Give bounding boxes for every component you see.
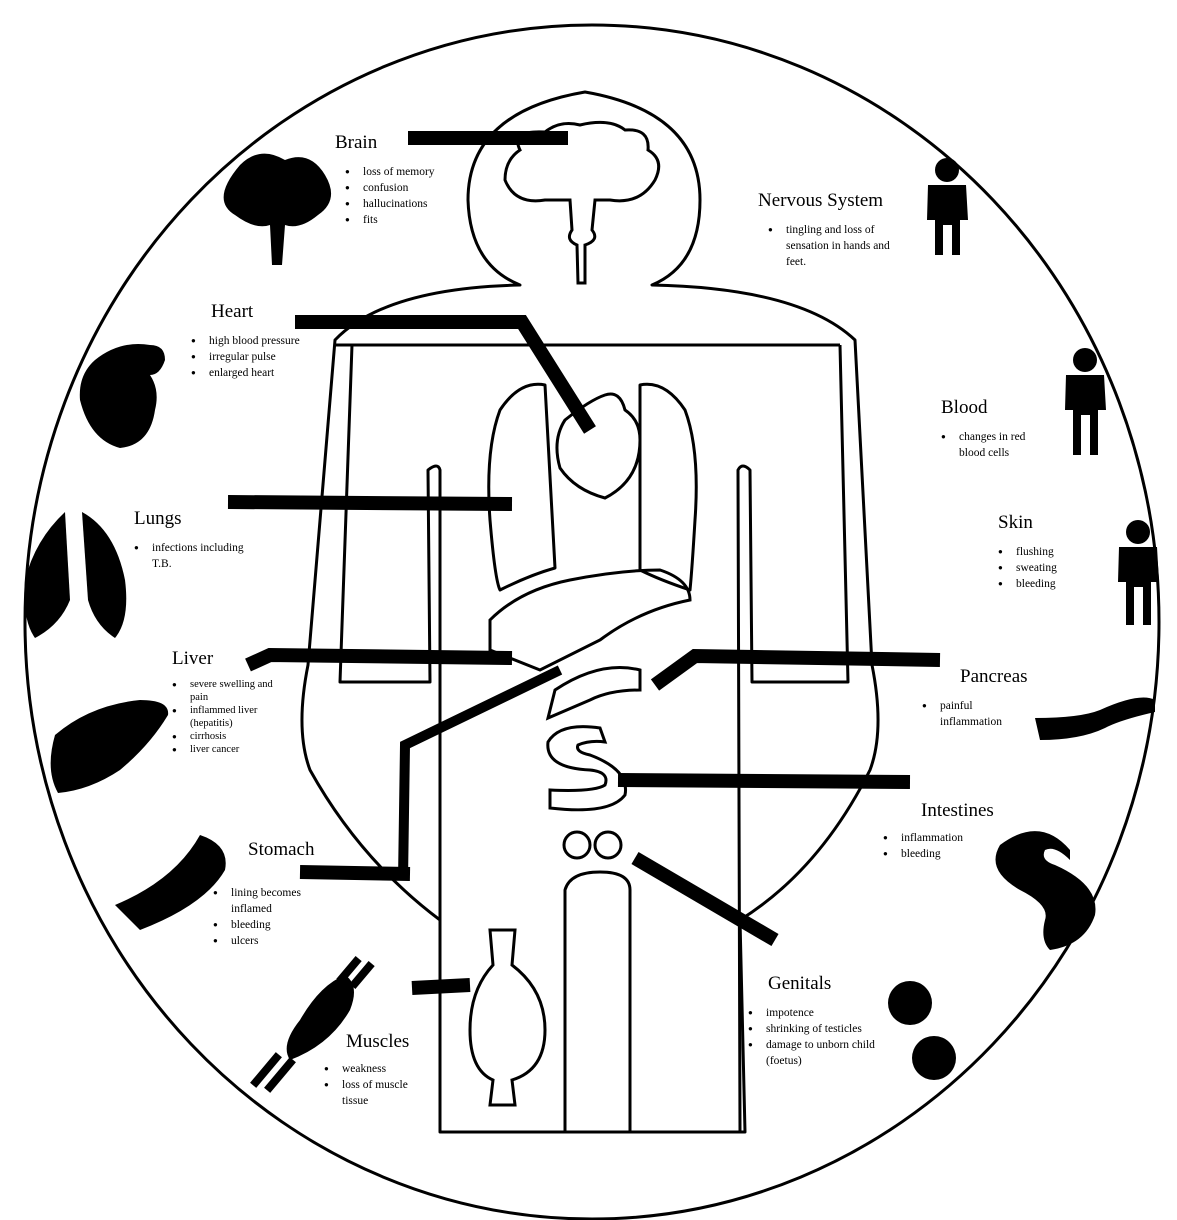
list-item: changes in red blood cells [941, 429, 1051, 461]
genitals-section: Genitals impotence shrinking of testicle… [768, 973, 888, 1069]
list-item: loss of memory [345, 164, 475, 180]
skin-section: Skin flushing sweating bleeding [998, 512, 1088, 592]
intestines-section: Intestines inflammation bleeding [921, 800, 994, 862]
list-item: liver cancer [172, 743, 282, 756]
testicles-outline [564, 832, 621, 858]
list-item: ulcers [213, 933, 323, 949]
lungs-title: Lungs [134, 508, 254, 530]
intestines-icon [996, 831, 1096, 950]
lungs-icon [24, 512, 126, 638]
list-item: high blood pressure [191, 333, 301, 349]
blood-section: Blood changes in red blood cells [941, 397, 1051, 461]
nervous-section: Nervous System tingling and loss of sens… [758, 190, 908, 270]
skin-title: Skin [998, 512, 1088, 534]
heart-section: Heart high blood pressure irregular puls… [211, 301, 301, 381]
list-item: sweating [998, 560, 1088, 576]
person-icon [1065, 348, 1106, 455]
intestines-title: Intestines [921, 800, 994, 822]
list-item: loss of muscle tissue [324, 1077, 434, 1109]
list-item: irregular pulse [191, 349, 301, 365]
outer-circle [25, 25, 1159, 1219]
list-item: fits [345, 212, 475, 228]
intestine-outline [548, 668, 640, 719]
pancreas-title: Pancreas [960, 666, 1032, 688]
lungs-section: Lungs infections including T.B. [134, 508, 254, 572]
liver-section: Liver severe swelling and pain inflammed… [172, 648, 282, 756]
list-item: confusion [345, 180, 475, 196]
stomach-pointer [403, 670, 560, 880]
list-item: cirrhosis [172, 730, 282, 743]
pancreas-icon [1035, 698, 1155, 740]
liver-icon [51, 700, 168, 793]
list-item: enlarged heart [191, 365, 301, 381]
heart-title: Heart [211, 301, 301, 323]
list-item: damage to unborn child (foetus) [748, 1037, 888, 1069]
list-item: infections including T.B. [134, 540, 254, 572]
brain-title: Brain [335, 132, 475, 154]
testicles-icon [888, 981, 956, 1080]
blood-title: Blood [941, 397, 1051, 419]
list-item: inflammed liver (hepatitis) [172, 704, 282, 730]
list-item: impotence [748, 1005, 888, 1021]
list-item: bleeding [998, 576, 1088, 592]
person-icon [927, 158, 968, 255]
list-item: tingling and loss of sensation in hands … [768, 222, 908, 270]
stomach-section: Stomach lining becomes inflamed bleeding… [248, 839, 323, 949]
s-intestine [548, 727, 626, 810]
stomach-icon [115, 835, 226, 930]
stomach-title: Stomach [248, 839, 323, 861]
list-item: inflammation [883, 830, 993, 846]
list-item: weakness [324, 1061, 434, 1077]
muscles-title: Muscles [346, 1031, 434, 1053]
nervous-title: Nervous System [758, 190, 908, 212]
list-item: painful inflammation [922, 698, 1032, 730]
list-item: bleeding [213, 917, 323, 933]
genitals-title: Genitals [768, 973, 888, 995]
brain-outline [505, 122, 659, 283]
list-item: bleeding [883, 846, 993, 862]
list-item: severe swelling and pain [172, 678, 282, 704]
muscles-section: Muscles weakness loss of muscle tissue [346, 1031, 434, 1109]
list-item: hallucinations [345, 196, 475, 212]
liver-outline [490, 570, 690, 670]
brain-section: Brain loss of memory confusion hallucina… [335, 132, 475, 228]
pancreas-section: Pancreas painful inflammation [960, 666, 1032, 730]
liver-title: Liver [172, 648, 282, 670]
list-item: shrinking of testicles [748, 1021, 888, 1037]
brain-icon [224, 154, 331, 265]
list-item: lining becomes inflamed [213, 885, 323, 917]
heart-icon [80, 344, 165, 448]
list-item: flushing [998, 544, 1088, 560]
lungs-outline [489, 384, 697, 590]
muscle-outline [470, 930, 545, 1105]
